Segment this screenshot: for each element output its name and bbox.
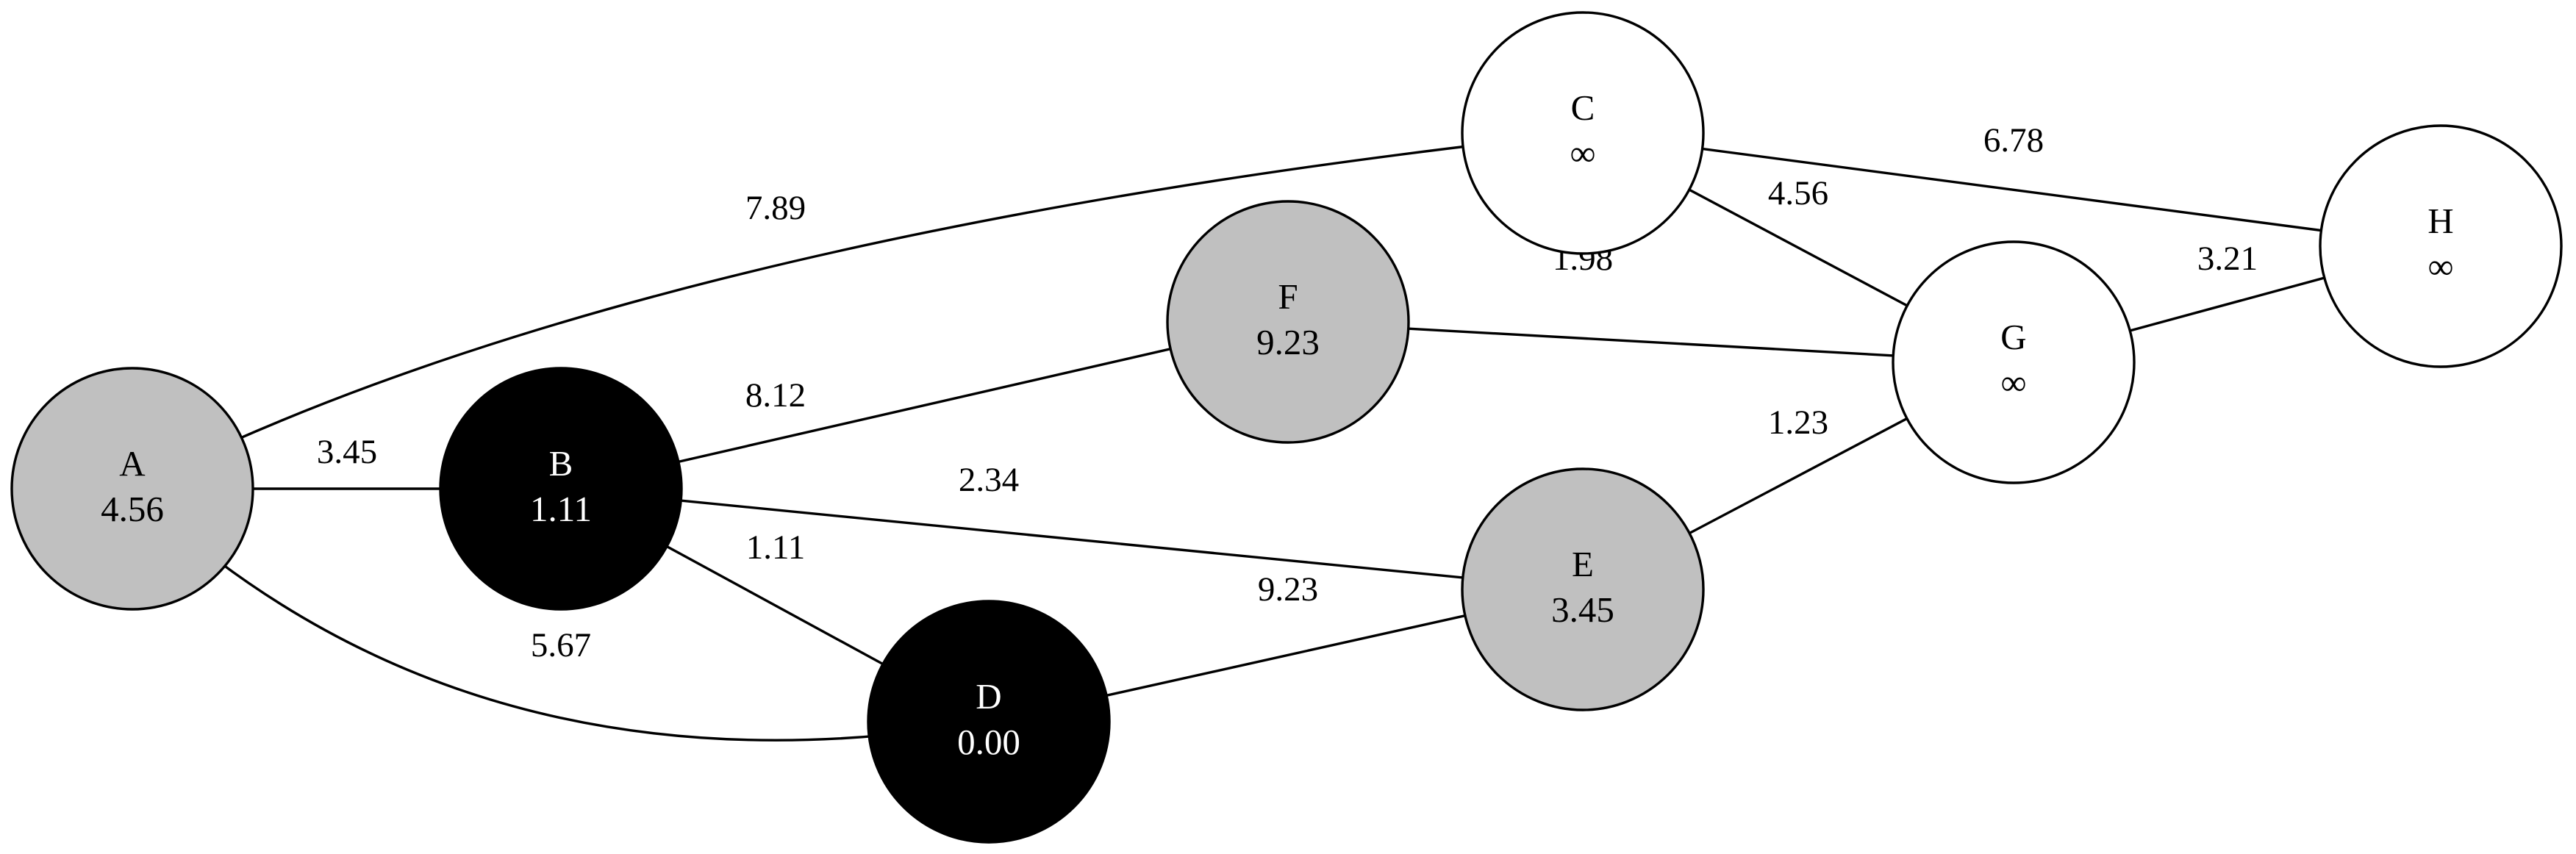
edge-weight-label-a-b: 3.45 <box>317 433 377 471</box>
edge-a-c <box>132 132 1584 490</box>
edge-weight-label-c-g: 4.56 <box>1768 174 1828 212</box>
node-e: E 3.45 <box>1461 467 1705 711</box>
node-circle <box>1166 200 1410 444</box>
node-circle <box>10 367 254 611</box>
node-circle <box>1461 11 1705 255</box>
node-label: G <box>2000 317 2026 357</box>
edge-weight-label-b-d: 1.11 <box>746 528 806 567</box>
node-label: A <box>119 443 146 484</box>
node-a: A 4.56 <box>10 367 254 611</box>
node-distance-value: 3.45 <box>1551 589 1614 630</box>
node-distance-value: ∞ <box>2001 362 2027 403</box>
edge-labels-layer: 7.893.455.678.122.341.119.231.984.566.78… <box>317 121 2258 664</box>
edge-weight-label-a-c: 7.89 <box>745 189 806 227</box>
node-label: C <box>1571 87 1595 128</box>
edge-b-f <box>560 320 1289 490</box>
edge-a-d <box>131 487 990 742</box>
node-circle <box>1461 467 1705 711</box>
edge-weight-label-c-h: 6.78 <box>1983 121 2044 159</box>
node-b: B 1.11 <box>439 367 683 611</box>
node-circle <box>1892 240 2136 484</box>
edge-b-e <box>560 487 1584 591</box>
node-c: C∞ <box>1461 11 1705 255</box>
node-circle <box>439 367 683 611</box>
node-label: H <box>2427 201 2453 241</box>
node-distance-value: ∞ <box>1570 133 1596 173</box>
node-label: B <box>549 443 573 484</box>
node-h: H∞ <box>2319 124 2563 368</box>
edge-weight-label-b-f: 8.12 <box>745 376 806 415</box>
node-distance-value: 0.00 <box>957 722 1020 762</box>
node-g: G∞ <box>1892 240 2136 484</box>
node-distance-value: 9.23 <box>1256 322 1320 362</box>
edge-weight-label-d-e: 9.23 <box>1258 570 1318 609</box>
edge-weight-label-a-d: 5.67 <box>531 626 591 664</box>
edge-weight-label-e-g: 1.23 <box>1768 403 1828 442</box>
node-circle <box>2319 124 2563 368</box>
node-distance-value: ∞ <box>2428 246 2454 287</box>
node-distance-value: 4.56 <box>101 489 164 529</box>
node-d: D 0.00 <box>867 600 1111 844</box>
edge-weight-label-g-h: 3.21 <box>2197 240 2258 278</box>
node-f: F 9.23 <box>1166 200 1410 444</box>
node-label: F <box>1278 276 1298 317</box>
node-label: D <box>976 676 1001 717</box>
edge-c-h <box>1582 132 2441 248</box>
node-circle <box>867 600 1111 844</box>
node-label: E <box>1572 544 1594 584</box>
edge-weight-label-b-e: 2.34 <box>959 461 1019 499</box>
node-distance-value: 1.11 <box>530 489 592 529</box>
